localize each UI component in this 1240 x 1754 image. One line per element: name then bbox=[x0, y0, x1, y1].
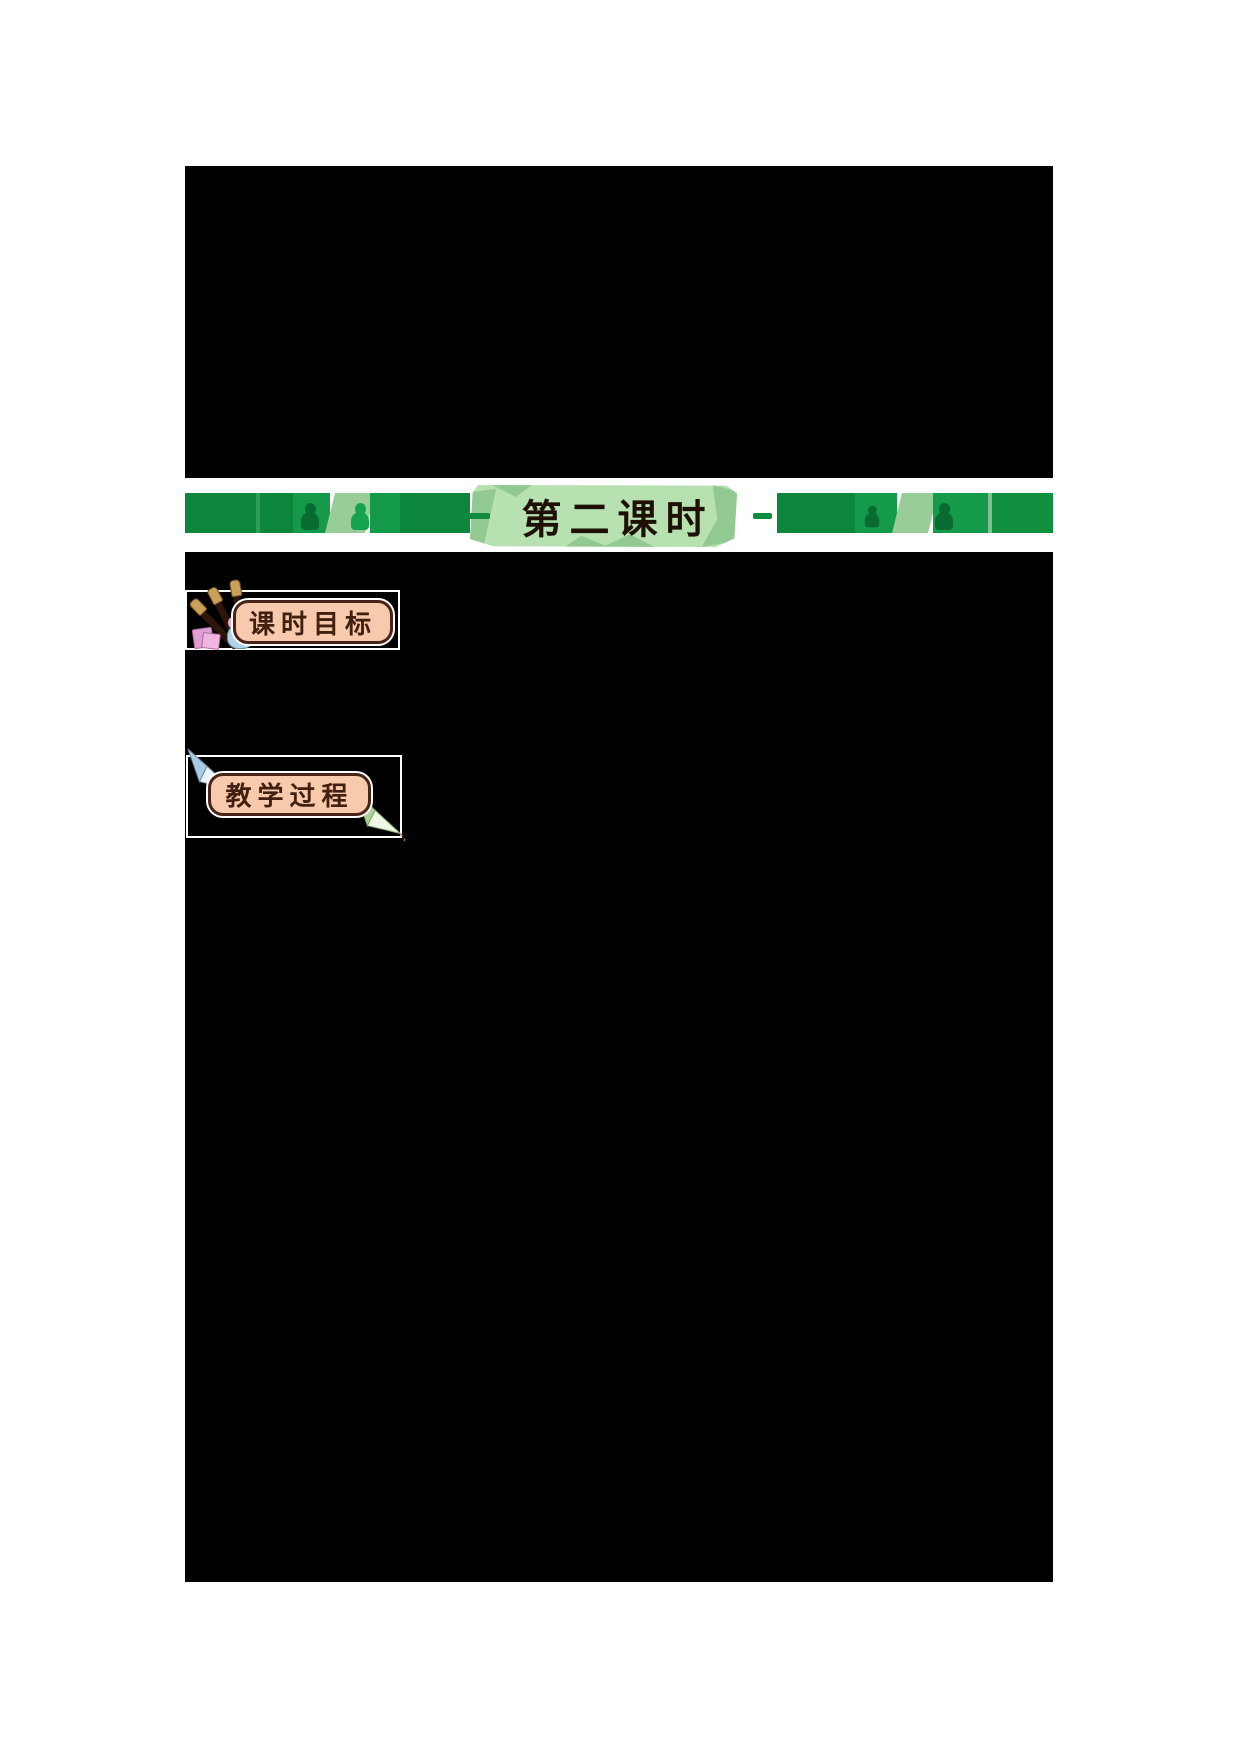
penguin-silhouette-icon bbox=[301, 503, 319, 530]
banner-strip-right bbox=[777, 493, 1053, 533]
section-title-box: 第二课时 bbox=[470, 485, 737, 547]
badge-teaching-process: 教学过程 bbox=[186, 748, 406, 845]
badge-label-process: 教学过程 bbox=[208, 773, 371, 816]
strip-segment bbox=[992, 493, 1053, 533]
redacted-text-block-main: 课时目标 教学过程 bbox=[185, 552, 1053, 1582]
strip-segment bbox=[892, 493, 938, 533]
strip-divider bbox=[256, 493, 260, 533]
penguin-silhouette-icon bbox=[351, 503, 369, 530]
sticky-note-icon bbox=[201, 631, 221, 651]
redacted-text-block-top bbox=[185, 166, 1053, 478]
strip-segment bbox=[370, 493, 400, 533]
content-column: 第二课时 课时目 bbox=[185, 0, 1053, 1754]
badge-lesson-goals: 课时目标 bbox=[185, 590, 400, 651]
strip-segment bbox=[185, 493, 256, 533]
strip-divider bbox=[988, 493, 992, 533]
banner-dash-right bbox=[753, 513, 772, 519]
penguin-silhouette-icon bbox=[935, 503, 953, 530]
banner-strip-left bbox=[185, 493, 470, 533]
section-title: 第二课时 bbox=[521, 496, 714, 543]
strip-segment bbox=[400, 493, 470, 533]
strip-segment bbox=[260, 493, 293, 533]
badge-label-goals: 课时目标 bbox=[233, 600, 393, 644]
section-banner: 第二课时 bbox=[185, 478, 1053, 552]
strip-segment bbox=[777, 493, 855, 533]
penguin-silhouette-icon bbox=[864, 505, 880, 528]
banner-dash-left bbox=[463, 513, 490, 519]
